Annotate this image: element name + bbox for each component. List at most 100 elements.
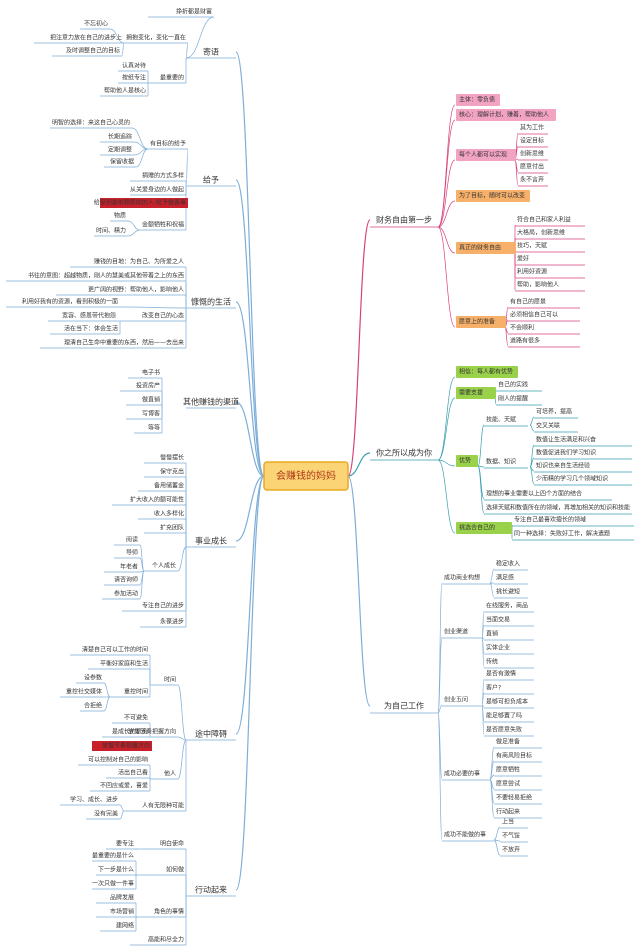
leaf-zhangai-0: 清楚自己可以工作的时间 — [82, 646, 148, 654]
leaf-zhangai-16: 没有完美 — [94, 810, 118, 818]
leaf-kangkai-4: 宽容、感恩带代抱怨 — [62, 312, 116, 320]
connector — [185, 148, 189, 187]
highlight-bg — [100, 198, 188, 208]
leaf-caiwu-17: 有自己的愿景 — [510, 298, 546, 306]
leaf-chengwei-4-bg — [456, 455, 478, 467]
leaf-shiye-9: 请咨询师 — [114, 576, 138, 584]
leaf-caiwu-8-bg — [456, 190, 530, 202]
leaf-chengwei-0-bg — [456, 366, 518, 378]
connector — [177, 739, 187, 780]
connector — [109, 28, 125, 44]
connector-lines — [6, 16, 634, 946]
center-node-box[interactable] — [263, 461, 349, 491]
connector — [177, 546, 187, 572]
connector — [121, 42, 125, 57]
leaf-caiwu-11: 大格局，创新思维 — [517, 229, 565, 237]
leaf-geiyu-7: 给受到最依赖帮助的人-给予做善事 — [94, 199, 186, 207]
main-node-shiye: 事业成长 — [195, 536, 227, 546]
leaf-geiyu-1: 长期追踪 — [108, 133, 132, 141]
main-branch-zhangai — [235, 475, 265, 735]
leaf-caiwu-5: 创新思维 — [520, 150, 544, 158]
leaf-geiyu-9: 时间、精力 — [96, 227, 126, 235]
leaf-shiye-7: 导师 — [126, 549, 138, 557]
connector — [477, 465, 485, 514]
connector — [489, 778, 495, 818]
connector — [131, 127, 149, 150]
leaf-caiwu-8: 为了目标，随时可以改变 — [459, 192, 525, 200]
leaf-chengwei-7: 交叉关联 — [536, 422, 560, 430]
leaf-xingdong-5: 一次只做一件事 — [92, 880, 134, 888]
leaf-chengwei-2: 自己的实践 — [498, 381, 528, 389]
connector — [437, 636, 443, 714]
leaf-chengwei-0: 相信：每人都有优势 — [459, 368, 513, 376]
connector — [133, 141, 149, 150]
leaf-gongzuo-10: 创业五问 — [444, 696, 468, 704]
connector — [135, 148, 149, 168]
connector — [127, 229, 141, 237]
leaf-zhangai-5: 重控时间 — [124, 688, 148, 696]
leaf-chengwei-17: 同一种选择：失败好工作，解决遗题 — [514, 530, 610, 538]
leaf-jiyu-3: 拥抱变化，变化一直在 — [126, 34, 186, 42]
leaf-caiwu-10: 符合自己和家人利益 — [517, 216, 571, 224]
leaf-caiwu-20: 道路有很多 — [510, 337, 540, 345]
leaf-gongzuo-7: 直销 — [486, 630, 498, 638]
leaf-chengwei-4: 优势 — [459, 457, 471, 465]
connector — [477, 465, 485, 468]
leaf-gongzuo-19: 愿意牺牲 — [496, 766, 520, 774]
leaf-caiwu-18: 必须相信自己可以 — [510, 311, 558, 319]
leaf-chengwei-15: 挑选合自己的 — [459, 524, 495, 532]
main-branch-geiyu — [235, 179, 265, 477]
connector — [127, 220, 141, 231]
leaf-zhangai-9: 放慢节奏把握方向 — [128, 728, 176, 736]
leaf-gongzuo-4: 创业渠道 — [444, 628, 468, 636]
connector — [119, 804, 125, 812]
leaf-zhangai-3: 重控社交媒体 — [66, 688, 102, 696]
leaf-shiye-1: 保守克出 — [160, 468, 184, 476]
main-node-qudao: 其他赚钱的渠道 — [183, 397, 239, 407]
main-branch-shiye — [235, 475, 265, 542]
leaf-jiyu-6: 按纸专注 — [122, 74, 146, 82]
leaf-gongzuo-15: 是否愿意失败 — [486, 726, 522, 734]
leaf-chengwei-8: 数据、知识 — [486, 458, 516, 466]
leaf-zhangai-9-highlight: 放慢节奏把握方向 — [102, 742, 150, 750]
leaf-kangkai-2: 更广阔的视野：帮助他人，影响他人 — [88, 286, 184, 294]
leaf-gongzuo-21: 不要轻易拒绝 — [496, 794, 532, 802]
leaf-shiye-12: 专注自己的进步 — [142, 602, 184, 610]
connector — [481, 636, 485, 668]
connector — [493, 839, 501, 856]
leaf-gongzuo-2: 满足感 — [496, 574, 514, 582]
leaf-gongzuo-8: 实体企业 — [486, 644, 510, 652]
leaf-shiye-10: 参加活动 — [114, 590, 138, 598]
leaf-geiyu-6: 从关爱身边的人做起 — [130, 186, 184, 194]
leaf-zhangai-17: 人有无限种可能 — [142, 802, 184, 810]
connector — [437, 226, 456, 328]
leaf-gongzuo-18: 有商风险目标 — [496, 752, 532, 760]
leaf-shiye-8: 年老者 — [120, 563, 138, 571]
leaf-chengwei-1-bg — [456, 387, 496, 399]
connector — [103, 682, 111, 698]
connector — [437, 119, 456, 228]
leaf-qudao-0: 电子书 — [142, 369, 160, 377]
leaf-caiwu-6: 愿意付出 — [520, 163, 544, 171]
leaf-zhangai-12: 活出自己看 — [118, 769, 148, 777]
leaf-xingdong-4: 如何做 — [166, 866, 184, 874]
leaf-gongzuo-6: 当面交易 — [486, 616, 510, 624]
leaf-kangkai-5: 改变自己的心态 — [142, 312, 184, 320]
leaf-xingdong-9: 建网络 — [116, 922, 134, 930]
main-branch-caiwu — [347, 219, 371, 477]
main-node-caiwu: 财务自由第一步 — [376, 215, 432, 225]
connector — [477, 424, 485, 467]
leaf-chengwei-14: 选择天赋和数值所在的领域，再增加相关的知识和技能 — [486, 504, 630, 512]
leaf-kangkai-7: 理清自己生命中重要的东西，然后——去出来 — [64, 339, 184, 347]
connector — [529, 416, 535, 426]
leaf-gongzuo-9: 传统 — [486, 658, 498, 666]
leaf-zhangai-8: 是成长的机会 — [112, 728, 148, 736]
leaf-xingdong-3: 下一步是什么 — [98, 866, 134, 874]
leaf-caiwu-1-bg — [456, 109, 556, 121]
leaf-qudao-4: 等等 — [148, 424, 160, 432]
leaf-shiye-4: 收入多样化 — [154, 510, 184, 518]
main-branch-gongzuo — [347, 475, 371, 707]
leaf-zhangai-2: 设参数 — [84, 674, 102, 682]
connector — [185, 42, 189, 59]
